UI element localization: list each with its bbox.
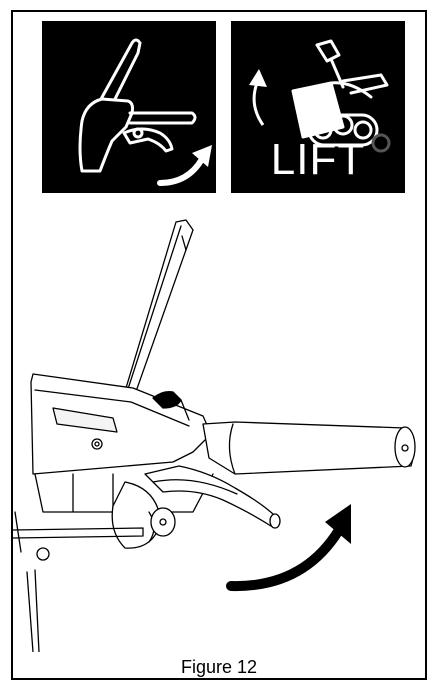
lift-label: LIFT xyxy=(270,135,366,184)
figure-caption: Figure 12 xyxy=(180,657,258,677)
handle-lever-drawing xyxy=(13,212,425,652)
lever-squeeze-icon xyxy=(42,21,216,193)
lift-auger-icon: LIFT xyxy=(231,21,405,193)
figure-frame: LIFT xyxy=(11,10,427,680)
